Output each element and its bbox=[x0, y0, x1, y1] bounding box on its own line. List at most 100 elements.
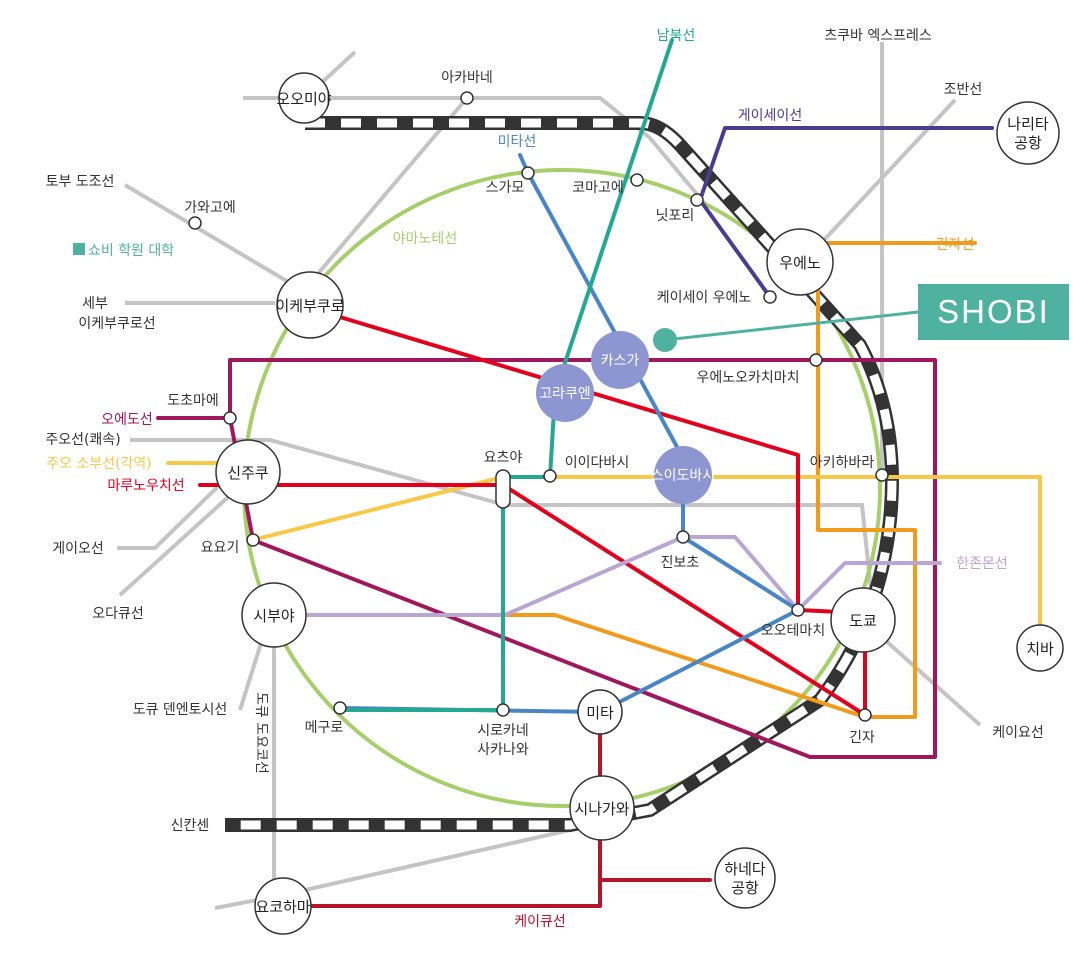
station-shibuya[interactable] bbox=[241, 582, 307, 648]
line-label-ginza: 긴자선 bbox=[936, 237, 975, 253]
label-ginza: 긴자 bbox=[849, 730, 875, 746]
line-label-chuo-sobu: 주오 소부선(각역) bbox=[46, 456, 152, 472]
label-narita-1: 나리타 bbox=[1007, 115, 1049, 133]
station-dot-komagome[interactable] bbox=[630, 173, 644, 187]
station-shinagawa[interactable] bbox=[569, 775, 635, 841]
label-jimbocho: 진보초 bbox=[661, 555, 700, 571]
label-ikebukuro: 이케부쿠로 bbox=[275, 297, 344, 315]
label-otemachi: 오오테마치 bbox=[761, 623, 825, 639]
station-ikebukuro[interactable] bbox=[276, 271, 344, 339]
label-narita-2: 공항 bbox=[1014, 134, 1042, 152]
label-yoyogi: 요요기 bbox=[201, 540, 240, 556]
station-dot-ueno-okachimachi[interactable] bbox=[809, 353, 823, 367]
station-dot-jimbocho[interactable] bbox=[676, 530, 690, 544]
station-narita[interactable] bbox=[996, 101, 1060, 165]
station-dot-ginza[interactable] bbox=[858, 708, 872, 722]
label-tochomae: 도초마에 bbox=[167, 393, 219, 409]
line-label-chuo-rapid: 주오선(쾌속) bbox=[45, 432, 120, 448]
line-label-seibu-2: 이케부쿠로선 bbox=[78, 316, 155, 332]
small-stations bbox=[188, 91, 889, 722]
station-dot-tochomae[interactable] bbox=[223, 411, 237, 425]
major-stations bbox=[215, 72, 1064, 935]
label-nippori: 닛포리 bbox=[656, 208, 695, 224]
station-haneda[interactable] bbox=[714, 847, 776, 909]
label-yotsuya: 요츠야 bbox=[484, 450, 523, 466]
label-ueno: 우에노 bbox=[779, 254, 821, 272]
line-label-keisei: 게이세이선 bbox=[738, 108, 802, 124]
station-dot-nippori[interactable] bbox=[690, 193, 704, 207]
label-haneda-1: 하네다 bbox=[724, 860, 766, 878]
label-haneda-2: 공항 bbox=[731, 879, 759, 897]
station-dot-iidabashi[interactable] bbox=[543, 469, 557, 483]
station-dot-kawagoe[interactable] bbox=[188, 216, 202, 230]
line-label-hanzomon: 한존몬선 bbox=[956, 556, 1008, 572]
line-labels: 남북선 츠쿠바 엑스프레스 조반선 게이세이선 미타선 긴자선 야마노테선 토부… bbox=[45, 28, 1043, 930]
station-dot-yotsuya[interactable] bbox=[495, 469, 511, 509]
line-label-seibu-1: 세부 bbox=[82, 296, 108, 312]
station-dot-shirokane[interactable] bbox=[496, 703, 510, 717]
station-yokohama[interactable] bbox=[254, 877, 312, 935]
label-shinjuku: 신주쿠 bbox=[227, 464, 268, 482]
namboku-line bbox=[338, 38, 674, 712]
station-labels: 오오미야 아카바네 가와고에 이케부쿠로 스가모 코마고에 닛포리 우에노 나리… bbox=[167, 70, 1054, 916]
station-dot-akabane[interactable] bbox=[460, 91, 474, 105]
line-label-keio: 게이오선 bbox=[52, 541, 104, 557]
line-label-denentoshi: 도큐 덴엔토시선 bbox=[133, 702, 228, 718]
denentoshi-line bbox=[238, 639, 264, 711]
label-sugamo: 스가모 bbox=[486, 180, 525, 196]
shobi-square-icon bbox=[73, 243, 85, 255]
label-kawagoe: 가와고에 bbox=[184, 200, 236, 216]
label-iidabashi: 이이다바시 bbox=[565, 455, 629, 471]
label-kasuga: 카스가 bbox=[601, 353, 640, 369]
label-akabane: 아카바네 bbox=[441, 70, 493, 86]
label-keisei-ueno: 케이세이 우에노 bbox=[657, 290, 752, 306]
station-dot-yoyogi[interactable] bbox=[246, 533, 260, 547]
station-korakuen[interactable] bbox=[536, 364, 594, 422]
label-omiya: 오오미야 bbox=[276, 90, 331, 108]
line-label-joban: 조반선 bbox=[944, 82, 983, 98]
station-suidobashi[interactable] bbox=[654, 446, 712, 504]
station-ueno[interactable] bbox=[766, 228, 834, 296]
keiyo-line bbox=[883, 638, 982, 727]
line-label-shinkansen: 신칸센 bbox=[171, 818, 210, 834]
label-meguro: 메구로 bbox=[305, 720, 344, 736]
station-dot-akihabara[interactable] bbox=[875, 468, 889, 482]
station-omiya[interactable] bbox=[278, 72, 330, 124]
label-yokohama: 요코하마 bbox=[255, 898, 310, 916]
shobi-pointer-line bbox=[663, 310, 920, 342]
line-label-marunouchi: 마루노우치선 bbox=[107, 478, 184, 494]
station-kasuga[interactable] bbox=[591, 331, 649, 389]
label-shibuya: 시부야 bbox=[253, 607, 295, 625]
label-shirokane-2: 사카나와 bbox=[477, 742, 529, 758]
line-label-mita: 미타선 bbox=[498, 134, 537, 150]
oedo-line bbox=[156, 358, 937, 759]
station-mita[interactable] bbox=[577, 689, 623, 735]
line-label-keikyu: 케이큐선 bbox=[514, 914, 566, 930]
label-tokyo: 도쿄 bbox=[849, 612, 877, 630]
line-label-tsukuba: 츠쿠바 엑스프레스 bbox=[824, 28, 932, 44]
station-shinjuku[interactable] bbox=[215, 439, 281, 505]
station-dot-sugamo[interactable] bbox=[521, 166, 535, 180]
label-ueno-okachimachi: 우에노오카치마치 bbox=[696, 370, 799, 386]
label-komagome: 코마고에 bbox=[572, 180, 624, 196]
line-label-odakyu: 오다큐선 bbox=[92, 606, 144, 622]
shobi-brand-box[interactable]: SHOBI bbox=[918, 284, 1069, 340]
joban-line bbox=[808, 98, 957, 257]
keisei-line bbox=[698, 126, 994, 299]
station-dot-otemachi[interactable] bbox=[791, 603, 805, 617]
label-chiba: 치바 bbox=[1026, 640, 1054, 658]
label-shirokane-1: 시로카네 bbox=[477, 723, 529, 739]
label-korakuen: 고라쿠엔 bbox=[539, 386, 591, 402]
station-tokyo[interactable] bbox=[830, 587, 896, 653]
station-chiba[interactable] bbox=[1016, 624, 1064, 672]
line-label-namboku: 남북선 bbox=[657, 28, 696, 44]
shobi-location-dot[interactable] bbox=[653, 328, 677, 352]
line-label-tobu-tojo: 토부 도조선 bbox=[46, 174, 115, 190]
odakyu-line bbox=[118, 478, 249, 597]
line-label-toyoko: 도큐 도요코선 bbox=[253, 692, 269, 774]
station-dot-keisei-ueno[interactable] bbox=[763, 290, 777, 304]
station-dot-meguro[interactable] bbox=[333, 701, 347, 715]
tobu-tojo-line bbox=[123, 183, 292, 285]
shobi-brand-label: SHOBI bbox=[937, 293, 1050, 330]
